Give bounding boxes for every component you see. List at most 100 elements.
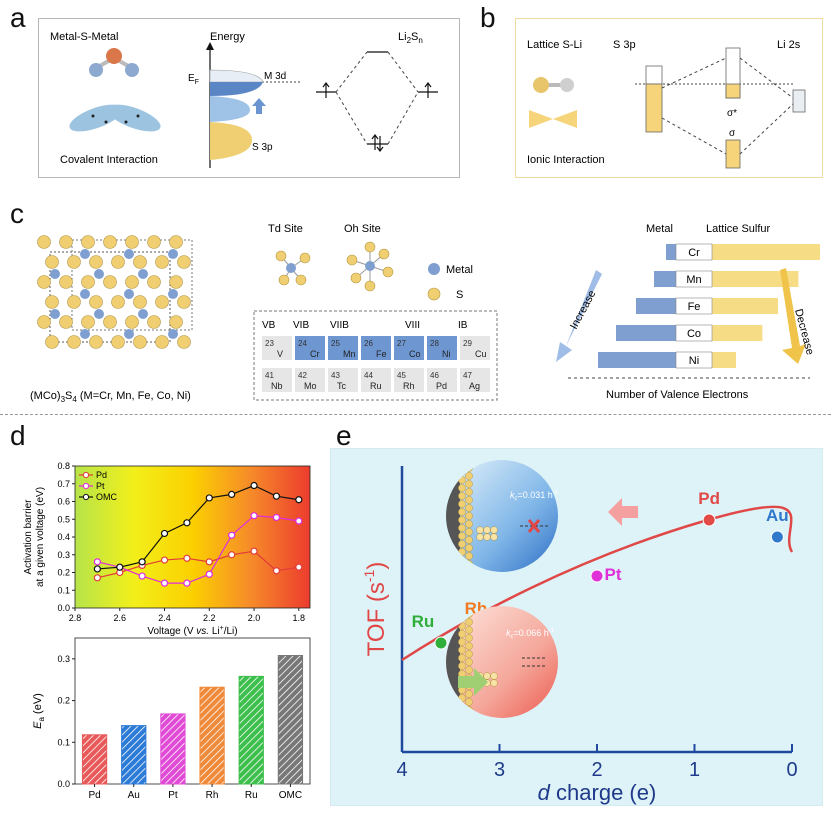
metal-atom [94,309,104,319]
panel-a-letter: a [10,2,26,33]
sulfur-atom [133,255,147,269]
sulfur-atom [125,235,139,249]
td-site-label: Td Site [268,223,303,235]
data-point [183,579,191,587]
metal-atom [124,249,134,259]
series-pt: Pt [79,481,303,587]
sulfur-atom [103,275,117,289]
y-tick-label: 0.5 [57,514,70,524]
group-label: IB [458,320,468,331]
y-tick-label: 0.2 [57,568,70,578]
increase-label: Increase [568,289,598,332]
sulfur-atom [125,315,139,329]
svg-text:47: 47 [463,371,472,380]
svg-text:Tc: Tc [337,381,347,391]
bar-rh [199,686,225,785]
formula-label: (MCo)3S4 (M=Cr, Mn, Fe, Co, Ni) [30,390,191,404]
sulfur-atom [59,235,73,249]
metal-atom [80,289,90,299]
data-point [228,490,236,499]
sulfur-atom [67,335,81,349]
sulfur-atom [59,275,73,289]
li2sn-label: Li2Sn [398,31,423,45]
bar-omc [277,655,304,785]
sulfur-atom [81,275,95,289]
y-axis-label: at a given voltage (eV) [35,487,46,587]
sulfur-atom [59,315,73,329]
blocked-icon [520,519,548,533]
sulfur-atom [177,295,191,309]
svg-text:Pt: Pt [605,565,622,584]
x-tick-label: 2.4 [158,613,171,623]
panel-b-letter: b [480,2,496,33]
sulfur-atom [81,235,95,249]
s-legend-label: S [456,289,463,301]
svg-text:Ni: Ni [442,349,451,359]
sulfur-atom [147,275,161,289]
point-pd: Pd [698,489,720,527]
metal-s-metal-title: Metal-S-Metal [50,31,118,43]
sulfur-atom [169,315,183,329]
valence-bar-row: Co [616,324,763,342]
x-tick-label: 2 [591,759,602,781]
bar-pd [81,734,108,785]
mo-dashed-connectors [335,51,419,145]
valence-bar-row: Mn [654,270,799,288]
sulfur-atom [89,255,103,269]
sulfur-atom [111,295,125,309]
sulfur-atom [155,335,169,349]
bar-header-metal: Metal [646,223,673,235]
legend-label: Pt [96,481,105,491]
svg-text:Pd: Pd [436,381,447,391]
svg-text:28: 28 [430,339,439,348]
metal-atom [168,289,178,299]
panel-c-letter: c [10,198,24,229]
panel-b: Lattice S-Li S 3p Li 2s Ionic Interactio… [515,18,823,178]
valence-bar-row: Ni [598,351,736,369]
m3d-lower-lobe [210,96,250,122]
metal-atom [138,269,148,279]
x-tick-label: Pd [88,790,100,801]
svg-text:23: 23 [265,339,274,348]
energy-label: Energy [210,31,245,43]
x-tick-label: Rh [206,790,219,801]
y-tick-label: 0.1 [57,737,70,747]
y-tick-label: 0.2 [57,696,70,706]
x-tick-label: 2.8 [69,613,82,623]
sulfur-atom [45,335,59,349]
sigma-star-label: σ* [727,108,737,119]
data-point [93,565,101,573]
electron-spin-icon [322,82,432,152]
svg-text:Fe: Fe [688,301,701,313]
x-tick-label: 1.8 [293,613,306,623]
metal-atom [168,249,178,259]
data-point [295,496,303,504]
sulfur-atom [103,235,117,249]
y-tick-label: 0.8 [57,461,70,471]
metal-atom [138,309,148,319]
sulfur-atom [177,335,191,349]
data-point [183,554,191,562]
y-tick-label: 0.0 [57,779,70,789]
metal-legend-label: Metal [446,264,473,276]
metal-legend-icon [428,263,440,275]
svg-text:Co: Co [687,328,701,340]
svg-text:27: 27 [397,339,406,348]
svg-text:43: 43 [331,371,340,380]
kc-top-label: kc=0.031 h-1 [510,490,559,502]
sigma-box [725,139,741,169]
sulfur-atom [67,295,81,309]
data-point [205,558,213,566]
oh-site-label: Oh Site [344,223,381,235]
y-axis-label: Ea (eV) [32,693,46,729]
panel-e-background [330,448,823,806]
